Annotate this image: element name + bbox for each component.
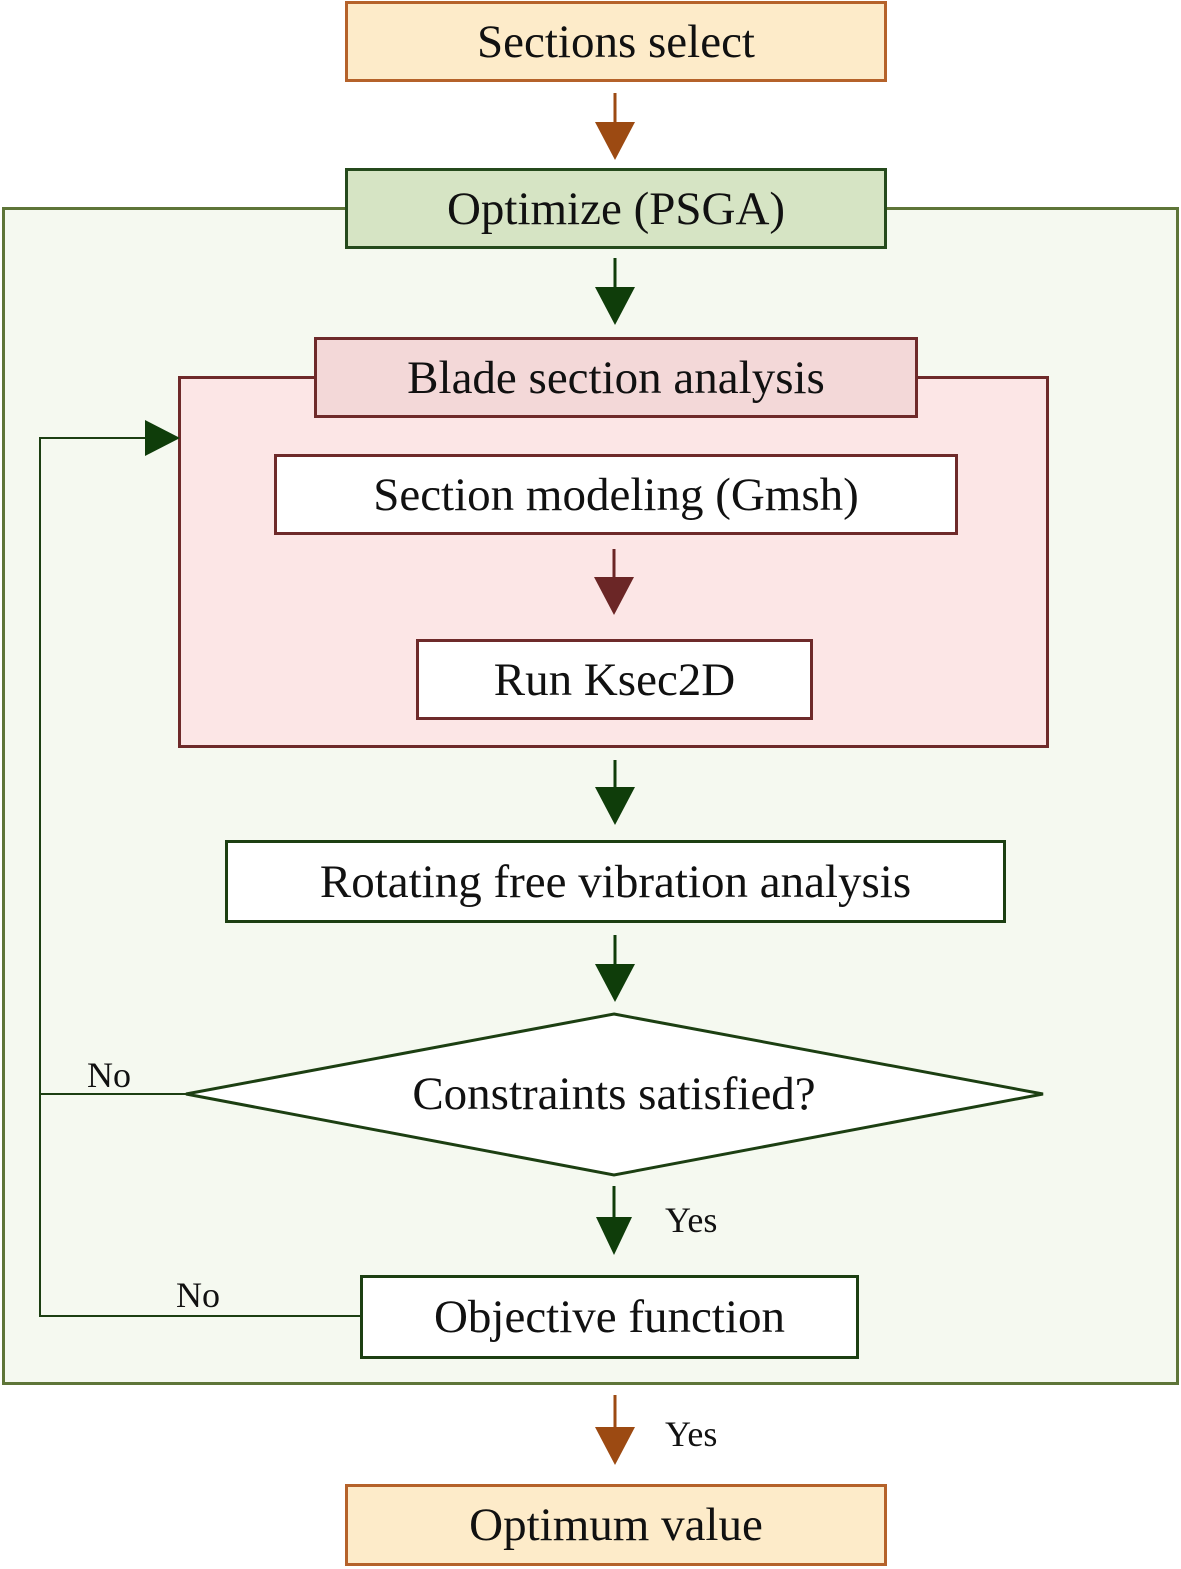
objective-function-label: Objective function xyxy=(433,1291,786,1343)
rotating-free-vibration-node: Rotating free vibration analysis xyxy=(225,840,1006,923)
arrow-optimize-to-blade-analysis xyxy=(595,258,635,325)
constraints-no-label: No xyxy=(87,1055,131,1095)
optimize-label: Optimize (PSGA) xyxy=(446,182,786,235)
sections-select-node: Sections select xyxy=(345,1,887,82)
sections-select-label: Sections select xyxy=(476,15,755,68)
objective-yes-label: Yes xyxy=(665,1414,718,1454)
objective-function-node: Objective function xyxy=(360,1275,859,1359)
section-modeling-node: Section modeling (Gmsh) xyxy=(274,454,958,535)
feedback-loop-objective-no xyxy=(39,420,361,1317)
optimize-node: Optimize (PSGA) xyxy=(345,168,887,249)
optimum-value-node: Optimum value xyxy=(345,1484,887,1566)
blade-section-analysis-node: Blade section analysis xyxy=(314,337,918,418)
arrow-constraints-yes xyxy=(596,1186,632,1255)
arrow-objective-yes xyxy=(595,1395,635,1465)
run-ksec2d-node: Run Ksec2D xyxy=(416,639,813,720)
rotating-free-vibration-label: Rotating free vibration analysis xyxy=(319,855,912,908)
arrow-sections-to-optimize xyxy=(595,93,635,160)
run-ksec2d-label: Run Ksec2D xyxy=(493,653,736,706)
objective-no-label: No xyxy=(176,1275,220,1315)
arrow-blade-to-vibration xyxy=(595,760,635,825)
blade-section-analysis-label: Blade section analysis xyxy=(407,351,825,404)
constraints-satisfied-label: Constraints satisfied? xyxy=(412,1068,816,1120)
arrow-vibration-to-constraints xyxy=(595,935,635,1002)
optimum-value-label: Optimum value xyxy=(469,1499,763,1551)
constraints-decision-diamond xyxy=(185,1012,1044,1177)
section-modeling-label: Section modeling (Gmsh) xyxy=(373,468,859,521)
arrow-modeling-to-ksec2d xyxy=(594,549,634,615)
constraints-satisfied-text-wrap: Constraints satisfied? xyxy=(300,1060,928,1128)
constraints-yes-label: Yes xyxy=(665,1200,718,1240)
